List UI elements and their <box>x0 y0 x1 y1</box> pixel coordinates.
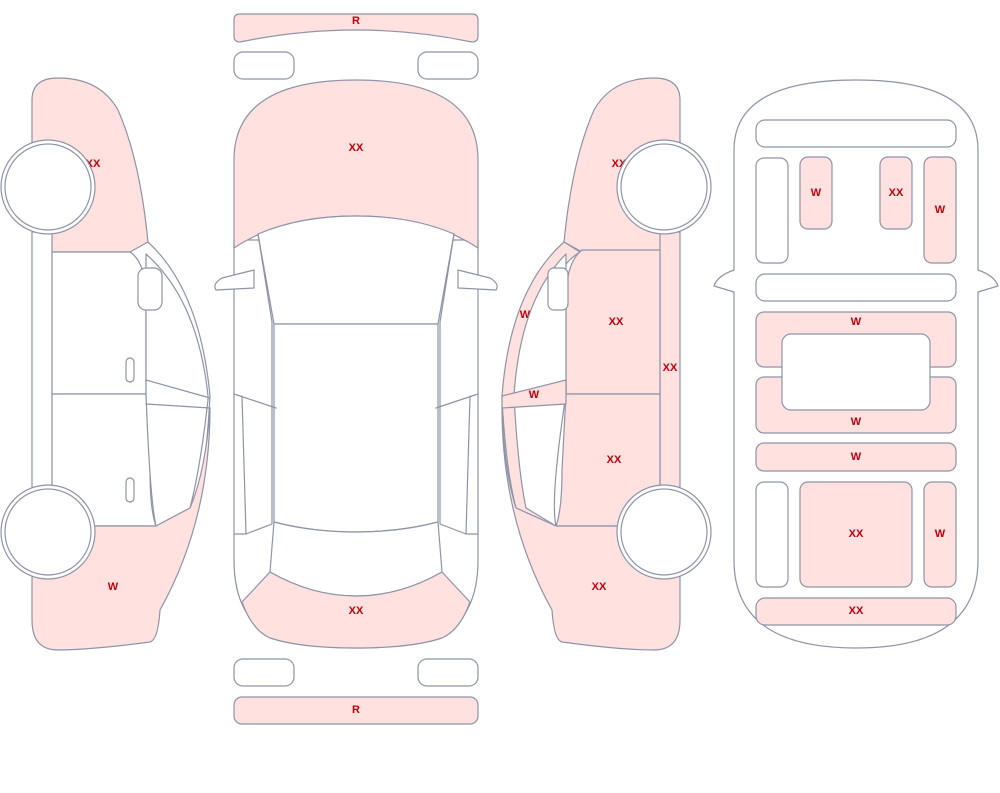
top-right-door-line <box>435 393 479 409</box>
right-rear-door-label: XX <box>609 316 624 328</box>
top-left-door-line <box>233 393 277 409</box>
interior-dash-lower-label: W <box>851 416 862 428</box>
right-front-fender[interactable] <box>501 407 681 651</box>
top-rear-window[interactable] <box>257 215 455 325</box>
interior-front-seats-label: W <box>851 451 862 463</box>
top-left-mirror[interactable] <box>214 269 255 291</box>
interior-front-left-panel[interactable] <box>755 481 789 588</box>
left-rear-door-handle[interactable] <box>125 357 135 383</box>
interior-rear-left-vent-label: W <box>811 187 822 199</box>
right-rocker-label: XX <box>663 362 678 374</box>
interior-front-seats[interactable] <box>755 442 957 472</box>
top-rear-left-light[interactable] <box>233 51 295 80</box>
right-side-view: XX XX XX XX W W XX <box>501 77 712 651</box>
top-right-mirror[interactable] <box>457 269 498 291</box>
right-mirror-label: W <box>529 389 540 401</box>
interior-rear-left-vent[interactable] <box>799 156 833 230</box>
interior-front-right-panel-label: W <box>935 528 946 540</box>
interior-rear-left-panel[interactable] <box>755 157 789 264</box>
right-front-door-label: XX <box>607 454 622 466</box>
interior-middle-bar[interactable] <box>755 273 957 302</box>
interior-rear-right-panel-label: W <box>935 204 946 216</box>
right-rocker[interactable] <box>659 231 681 529</box>
top-front-hood[interactable] <box>241 571 471 649</box>
top-front-bumper-label: R <box>352 704 360 716</box>
left-rocker[interactable] <box>31 231 53 529</box>
top-view: R XX XX R <box>214 13 498 725</box>
interior-view: W XX W W W W XX W XX <box>713 79 999 649</box>
top-front-bumper[interactable] <box>233 696 479 725</box>
top-roof[interactable] <box>273 323 439 533</box>
interior-bottom-shelf-label: XX <box>849 605 864 617</box>
interior-rear-center-vent[interactable] <box>879 156 913 230</box>
left-front-door-handle[interactable] <box>125 477 135 503</box>
left-front-fender[interactable] <box>31 407 211 651</box>
left-front-fender-label: W <box>108 581 119 593</box>
interior-rear-seat-label: XX <box>849 528 864 540</box>
left-side-window[interactable] <box>145 253 209 527</box>
interior-rear-seat[interactable] <box>799 481 913 588</box>
right-a-pillar-label: W <box>520 309 531 321</box>
interior-rear-top-shelf[interactable] <box>755 119 957 148</box>
interior-rear-center-vent-label: XX <box>889 187 904 199</box>
right-front-fender-label: XX <box>592 581 607 593</box>
left-side-view: XX W <box>0 77 211 651</box>
top-front-hood-label: XX <box>349 605 364 617</box>
top-left-side-lines <box>241 233 273 535</box>
interior-dash-upper-label: W <box>851 316 862 328</box>
top-right-side-lines <box>439 233 471 535</box>
right-mirror-housing[interactable] <box>547 267 569 311</box>
left-mirror[interactable] <box>137 267 163 311</box>
top-front-left-light[interactable] <box>233 658 295 687</box>
interior-front-right-panel[interactable] <box>923 481 957 588</box>
top-front-right-light[interactable] <box>417 658 479 687</box>
interior-bottom-shelf[interactable] <box>755 597 957 626</box>
top-rear-bumper[interactable] <box>233 13 479 43</box>
top-rear-bumper-label: R <box>352 15 360 27</box>
interior-rear-right-panel[interactable] <box>923 156 957 264</box>
interior-center-console[interactable] <box>781 333 931 411</box>
top-rear-right-light[interactable] <box>417 51 479 80</box>
top-rear-trunk-label: XX <box>349 142 364 154</box>
